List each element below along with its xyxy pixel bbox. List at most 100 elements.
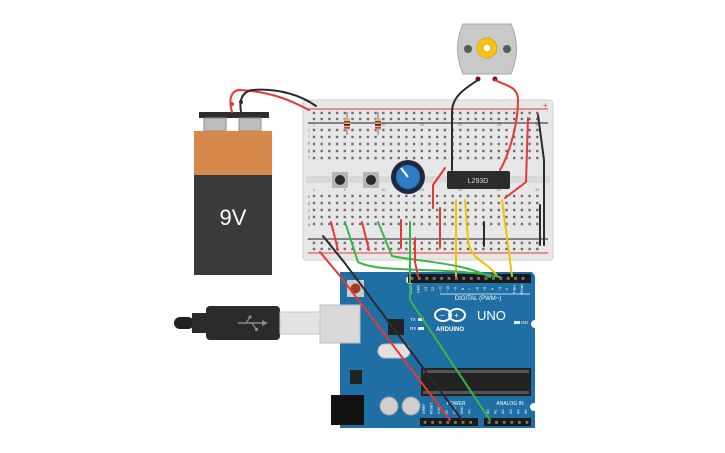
breadboard-hole[interactable]: [382, 156, 385, 160]
breadboard-hole[interactable]: [389, 156, 393, 160]
breadboard-hole[interactable]: [489, 247, 493, 251]
breadboard-hole[interactable]: [343, 149, 346, 153]
breadboard-hole[interactable]: [528, 111, 531, 115]
breadboard-hole[interactable]: [412, 142, 416, 146]
breadboard-hole[interactable]: [497, 215, 500, 219]
breadboard-hole[interactable]: [513, 111, 516, 115]
breadboard-hole[interactable]: [389, 201, 393, 205]
breadboard-hole[interactable]: [397, 208, 400, 212]
breadboard-hole[interactable]: [443, 135, 447, 139]
breadboard-hole[interactable]: [443, 215, 447, 219]
breadboard-hole[interactable]: [312, 247, 316, 251]
breadboard-hole[interactable]: [505, 111, 508, 115]
breadboard-hole[interactable]: [466, 194, 470, 198]
breadboard-hole[interactable]: [443, 128, 447, 132]
breadboard-hole[interactable]: [459, 194, 462, 198]
breadboard-hole[interactable]: [428, 247, 431, 251]
breadboard-hole[interactable]: [451, 215, 454, 219]
breadboard-hole[interactable]: [351, 222, 354, 226]
breadboard-hole[interactable]: [359, 111, 362, 115]
breadboard-hole[interactable]: [536, 241, 539, 245]
power-header[interactable]: [420, 418, 478, 426]
breadboard-hole[interactable]: [451, 247, 454, 251]
breadboard-hole[interactable]: [474, 117, 477, 121]
breadboard-hole[interactable]: [428, 128, 431, 132]
breadboard-hole[interactable]: [536, 111, 539, 115]
breadboard-hole[interactable]: [382, 149, 385, 153]
breadboard-hole[interactable]: [443, 201, 447, 205]
breadboard-hole[interactable]: [482, 156, 485, 160]
breadboard-hole[interactable]: [482, 117, 485, 121]
breadboard-hole[interactable]: [489, 117, 493, 121]
breadboard-hole[interactable]: [528, 117, 531, 121]
breadboard-hole[interactable]: [359, 135, 362, 139]
breadboard-hole[interactable]: [474, 149, 477, 153]
breadboard-hole[interactable]: [474, 156, 477, 160]
breadboard-hole[interactable]: [520, 156, 524, 160]
breadboard-hole[interactable]: [474, 194, 477, 198]
breadboard-hole[interactable]: [405, 117, 408, 121]
breadboard-hole[interactable]: [528, 142, 531, 146]
breadboard-hole[interactable]: [405, 156, 408, 160]
breadboard-hole[interactable]: [497, 241, 500, 245]
breadboard-hole[interactable]: [513, 142, 516, 146]
breadboard-hole[interactable]: [528, 208, 531, 212]
breadboard-hole[interactable]: [382, 241, 385, 245]
breadboard-hole[interactable]: [328, 222, 331, 226]
breadboard-hole[interactable]: [420, 128, 423, 132]
breadboard-hole[interactable]: [389, 247, 393, 251]
breadboard-hole[interactable]: [412, 201, 416, 205]
breadboard-hole[interactable]: [420, 194, 423, 198]
breadboard-hole[interactable]: [536, 215, 539, 219]
push-button-2[interactable]: [363, 172, 379, 188]
breadboard-hole[interactable]: [412, 111, 416, 115]
breadboard-hole[interactable]: [359, 156, 362, 160]
breadboard-hole[interactable]: [520, 117, 524, 121]
breadboard-hole[interactable]: [428, 215, 431, 219]
breadboard-hole[interactable]: [497, 128, 500, 132]
breadboard-hole[interactable]: [528, 201, 531, 205]
breadboard-hole[interactable]: [482, 247, 485, 251]
breadboard-hole[interactable]: [443, 241, 447, 245]
breadboard-hole[interactable]: [513, 241, 516, 245]
breadboard-hole[interactable]: [459, 111, 462, 115]
breadboard-hole[interactable]: [374, 135, 377, 139]
analog-header[interactable]: [484, 418, 531, 426]
breadboard-hole[interactable]: [335, 194, 339, 198]
power-pin[interactable]: [454, 421, 457, 424]
breadboard-hole[interactable]: [374, 247, 377, 251]
breadboard-hole[interactable]: [366, 142, 370, 146]
breadboard-hole[interactable]: [359, 201, 362, 205]
breadboard-hole[interactable]: [366, 135, 370, 139]
breadboard-hole[interactable]: [436, 142, 439, 146]
power-pin[interactable]: [469, 421, 472, 424]
breadboard-hole[interactable]: [382, 215, 385, 219]
breadboard-hole[interactable]: [497, 222, 500, 226]
breadboard-hole[interactable]: [420, 201, 423, 205]
breadboard-hole[interactable]: [420, 247, 423, 251]
breadboard-hole[interactable]: [474, 111, 477, 115]
breadboard-hole[interactable]: [374, 208, 377, 212]
breadboard-hole[interactable]: [320, 247, 323, 251]
breadboard-hole[interactable]: [489, 201, 493, 205]
breadboard-hole[interactable]: [320, 111, 323, 115]
breadboard-hole[interactable]: [374, 194, 377, 198]
breadboard-hole[interactable]: [312, 208, 316, 212]
digital-pin[interactable]: [432, 277, 436, 280]
breadboard-hole[interactable]: [466, 222, 470, 226]
breadboard-hole[interactable]: [335, 142, 339, 146]
breadboard-hole[interactable]: [436, 208, 439, 212]
breadboard-hole[interactable]: [405, 241, 408, 245]
breadboard-hole[interactable]: [374, 149, 377, 153]
breadboard-hole[interactable]: [466, 117, 470, 121]
breadboard-hole[interactable]: [366, 201, 370, 205]
breadboard-hole[interactable]: [520, 208, 524, 212]
breadboard-hole[interactable]: [505, 201, 508, 205]
breadboard-hole[interactable]: [335, 156, 339, 160]
breadboard-hole[interactable]: [412, 128, 416, 132]
power-pin[interactable]: [461, 421, 465, 424]
breadboard-hole[interactable]: [505, 128, 508, 132]
breadboard-hole[interactable]: [320, 208, 323, 212]
breadboard-hole[interactable]: [420, 111, 423, 115]
breadboard-hole[interactable]: [520, 247, 524, 251]
